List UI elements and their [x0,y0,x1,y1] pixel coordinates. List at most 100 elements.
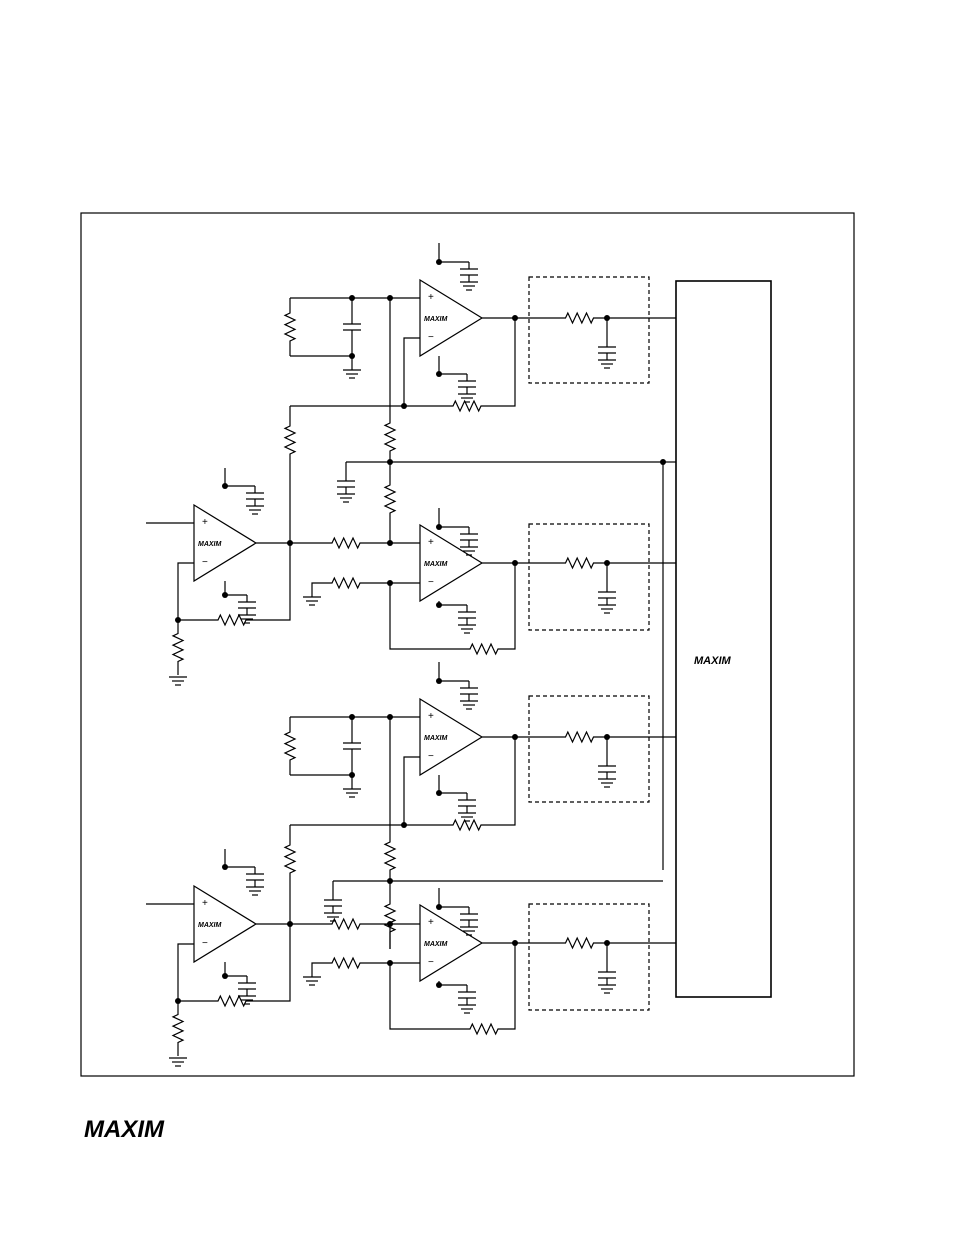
junction-dot [401,822,407,828]
wire [390,963,468,1029]
wires [146,243,676,1029]
resistor [285,298,295,356]
op-amp-plus-label: + [202,517,208,528]
junction-dot [387,540,393,546]
op-amp-minus-label: − [202,557,208,568]
junction-dot [387,459,393,465]
op-amp-maxim-logo: MAXIM [424,735,448,742]
junction-dot [222,483,228,489]
junction-dot [436,524,442,530]
outer-frame [81,213,854,1076]
op-amp-plus-label: + [428,292,434,303]
wire [225,962,247,976]
resistor [552,938,607,948]
wire [439,601,467,605]
op-amp-plus-label: + [428,917,434,928]
wire [404,338,420,406]
resistor [385,837,395,875]
resistor [285,825,295,893]
wire [439,775,467,793]
op-amp-maxim-logo: MAXIM [424,316,448,323]
junction-dot [436,982,442,988]
junction-dot [512,940,518,946]
junction-dot [349,295,355,301]
junction-dot [512,560,518,566]
junction-dots [175,259,666,1004]
op-amp-plus-label: + [202,898,208,909]
junction-dot [436,371,442,377]
junction-dot [512,315,518,321]
device-block [676,281,771,997]
op-amp-maxim-logo: MAXIM [198,922,222,929]
junction-dot [175,998,181,1004]
op-amp-plus-label: + [428,711,434,722]
junction-dot [436,602,442,608]
resistor [552,558,607,568]
junction-dot [175,617,181,623]
resistor [468,644,500,654]
resistor [330,919,362,929]
wire [500,943,515,1029]
wire [312,963,330,977]
junction-dot [436,259,442,265]
junction-dot [387,921,393,927]
resistor [330,578,362,588]
op-amp-minus-label: − [428,332,434,343]
op-amp-minus-label: − [428,577,434,588]
resistor [173,620,183,675]
op-amp-maxim-logo: MAXIM [424,941,448,948]
op-amp-plus-label: + [428,537,434,548]
resistor [552,313,607,323]
junction-dot [222,864,228,870]
resistor [385,468,395,530]
resistor [330,538,362,548]
wire [178,563,194,620]
junction-dot [436,904,442,910]
wire [500,563,515,649]
wire [439,981,467,985]
wire [486,737,515,825]
junction-dot [349,353,355,359]
junction-dot [387,714,393,720]
junction-dot [387,960,393,966]
resistor [285,717,295,775]
junction-dot [222,592,228,598]
op-amp-minus-label: − [428,957,434,968]
op-amp-maxim-logo: MAXIM [198,541,222,548]
op-amp-maxim-logo: MAXIM [424,561,448,568]
junction-dot [604,315,610,321]
junction-dot [604,734,610,740]
resistor [214,996,250,1006]
wire [178,944,194,1001]
junction-dot [604,940,610,946]
junction-dot [287,921,293,927]
junction-dot [436,678,442,684]
op-amp-minus-label: − [202,938,208,949]
junction-dot [436,790,442,796]
resistor [468,1024,500,1034]
resistor [330,958,362,968]
junction-dot [604,560,610,566]
junction-dot [387,878,393,884]
resistor [173,1001,183,1056]
filter-box [529,277,649,383]
components [81,213,854,1076]
wire [404,757,420,825]
filter-box [529,696,649,802]
resistor [214,615,250,625]
resistor [385,418,395,456]
junction-dot [387,295,393,301]
junction-dot [222,973,228,979]
junction-dot [287,540,293,546]
junction-dot [660,459,666,465]
op-amp-minus-label: − [428,751,434,762]
filter-box [529,524,649,630]
junction-dot [349,772,355,778]
filter-box [529,904,649,1010]
wire [439,356,467,374]
wire [312,583,330,597]
junction-dot [512,734,518,740]
wire [486,318,515,406]
resistor [285,406,295,474]
